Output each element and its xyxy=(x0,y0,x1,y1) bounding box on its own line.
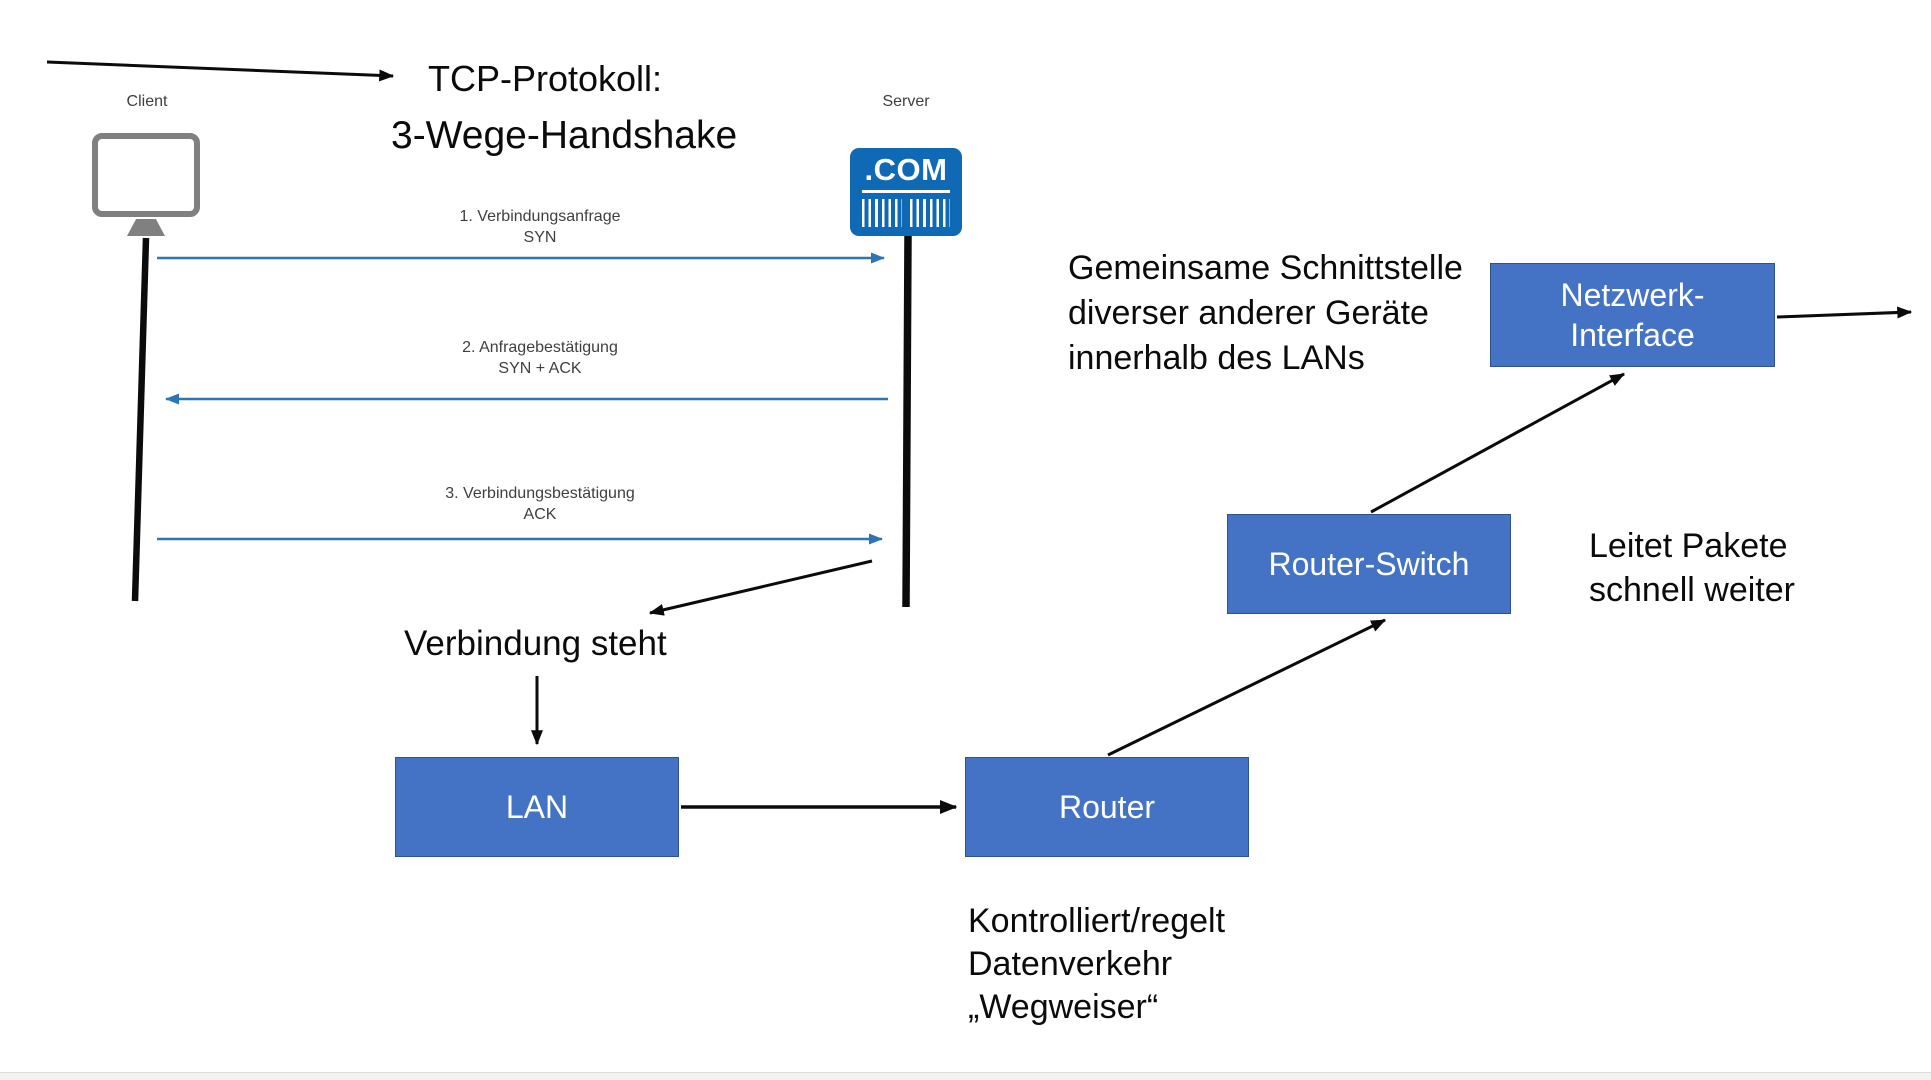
com-icon-barcode-right xyxy=(910,199,950,227)
connection-established-label: Verbindung steht xyxy=(404,624,667,663)
router-switch-node: Router-Switch xyxy=(1227,514,1511,614)
client-label: Client xyxy=(126,93,168,110)
router-node: Router xyxy=(965,757,1249,857)
interface-out-arrow xyxy=(1776,306,1913,319)
message-step: 3. Verbindungsbestätigung xyxy=(445,485,635,502)
message-step: 2. Anfragebestätigung xyxy=(462,339,618,356)
com-icon-barcode-left xyxy=(862,199,902,227)
server-lifeline xyxy=(902,235,912,608)
message-label-3: 3. Verbindungsbestätigung ACK xyxy=(330,483,750,525)
router-switch-node-label: Router-Switch xyxy=(1268,546,1470,582)
client-monitor-icon xyxy=(92,133,200,217)
interface-note: Gemeinsame Schnittstelle diverser andere… xyxy=(1068,249,1463,377)
slide-title-line2: 3-Wege-Handshake xyxy=(391,114,738,157)
lan-node-label: LAN xyxy=(505,789,569,825)
message-flag: ACK xyxy=(523,506,557,523)
message-flag: SYN + ACK xyxy=(498,360,582,377)
slide-title-line1: TCP-Protokoll: xyxy=(428,58,663,99)
network-interface-node: Netzwerk- Interface xyxy=(1490,263,1775,367)
server-com-icon: .COM xyxy=(850,148,962,236)
connection-established-arrow xyxy=(648,559,873,616)
title-pointer-arrow xyxy=(46,60,395,82)
router-note: Kontrolliert/regelt Datenverkehr „Wegwei… xyxy=(968,902,1226,1026)
message-label-1: 1. Verbindungsanfrage SYN xyxy=(330,206,750,248)
message-flag: SYN xyxy=(523,229,557,246)
com-icon-underline xyxy=(862,190,950,193)
message-step: 1. Verbindungsanfrage xyxy=(459,208,621,225)
server-label: Server xyxy=(882,93,930,110)
router-node-label: Router xyxy=(1058,789,1156,825)
switch-interface-arrow xyxy=(1370,372,1626,514)
network-interface-node-label: Netzwerk- Interface xyxy=(1560,277,1705,353)
router-switch-arrow xyxy=(1107,618,1387,757)
lan-node: LAN xyxy=(395,757,679,857)
message-label-2: 2. Anfragebestätigung SYN + ACK xyxy=(330,337,750,379)
com-icon-text: .COM xyxy=(864,152,948,187)
switch-note: Leitet Pakete schnell weiter xyxy=(1589,527,1795,609)
client-lifeline xyxy=(131,237,150,602)
bottom-bar xyxy=(0,1072,1931,1080)
monitor-stand-icon xyxy=(127,219,165,236)
